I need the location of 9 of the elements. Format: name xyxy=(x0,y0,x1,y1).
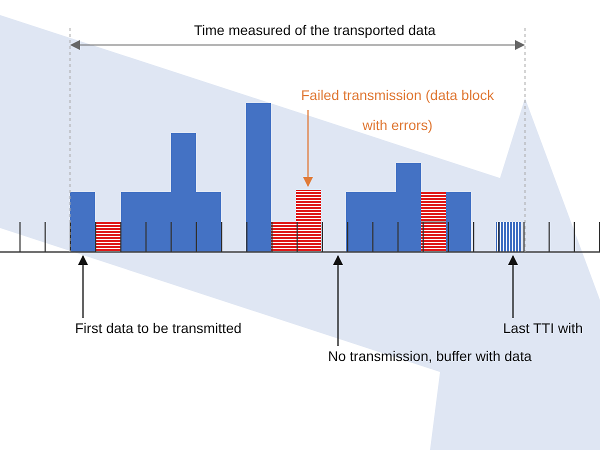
leader-arrow xyxy=(78,255,88,318)
annotation-text: Failed transmission (data block with errors) xyxy=(300,80,495,140)
leader-arrow xyxy=(508,255,518,318)
dimension-label: Time measured of the transported data xyxy=(194,22,436,38)
callout-text: No transmission, buffer with data xyxy=(328,348,532,364)
callout-text: First data to be transmitted xyxy=(75,320,242,336)
callout-text: Last TTI with xyxy=(503,320,583,336)
leader-arrow xyxy=(333,255,343,346)
annotation-arrow xyxy=(303,110,313,187)
